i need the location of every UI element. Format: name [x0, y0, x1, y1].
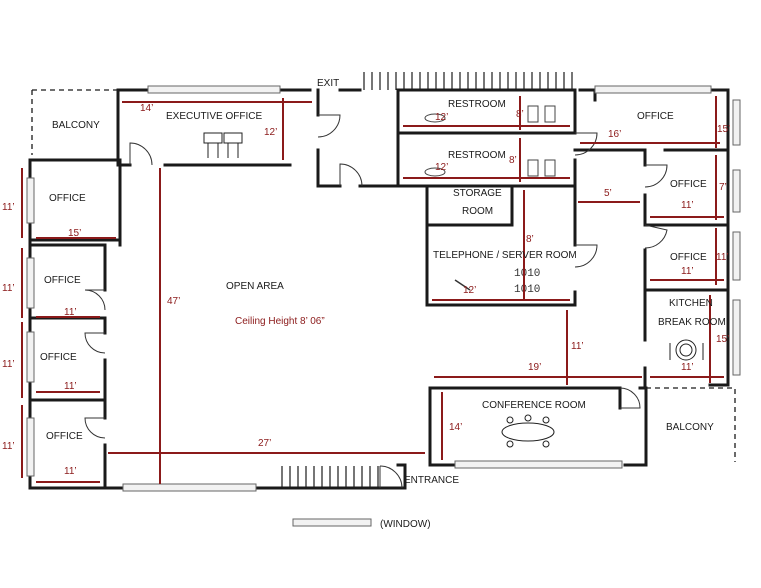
dim-office-l4-depth: 11’ — [2, 441, 15, 452]
stairs-top — [363, 72, 573, 90]
dim-office-l4-width: 11’ — [64, 466, 77, 477]
dimension-lines — [21, 96, 724, 484]
entrance-label: ENTRANCE — [404, 475, 459, 486]
storage-room-label: STORAGE ROOM — [453, 188, 505, 217]
dim-office-tr-depth: 15’ — [717, 124, 730, 135]
balcony-bottom-dashed — [646, 387, 736, 462]
dim-kitchen-depth: 15’ — [716, 334, 729, 345]
dim-restroom2-depth: 8’ — [509, 155, 517, 166]
storage-label-line1: STORAGE — [453, 188, 502, 199]
dim-conf-width: 19’ — [528, 362, 541, 373]
windows — [26, 85, 741, 492]
exit-label: EXIT — [317, 78, 339, 89]
dim-office-l1-depth: 11’ — [2, 202, 15, 213]
telephone-server-room-label: TELEPHONE / SERVER ROOM — [433, 250, 577, 261]
storage-label-line2: ROOM — [462, 206, 493, 217]
office-right-2-label: OFFICE — [670, 252, 707, 263]
svg-text:1010: 1010 — [514, 268, 540, 280]
dim-storage-depth: 8’ — [526, 234, 534, 245]
legend: (WINDOW) — [292, 518, 431, 530]
office-left-4-label: OFFICE — [46, 431, 83, 442]
open-area-label: OPEN AREA — [226, 281, 284, 292]
dim-exec-width: 14’ — [140, 103, 153, 114]
dim-restroom1-width: 12’ — [435, 112, 448, 123]
dim-office-l3-depth: 11’ — [2, 359, 15, 370]
conference-table-icon — [501, 414, 555, 448]
dim-office-l1-width: 15’ — [68, 228, 81, 239]
dim-office-r2-depth: 11’ — [716, 252, 729, 263]
balcony-top-label: BALCONY — [52, 120, 100, 131]
balcony-bottom-label: BALCONY — [666, 422, 714, 433]
ceiling-height-label: Ceiling Height 8’ 06” — [235, 316, 325, 327]
stairs-bottom — [281, 466, 379, 488]
window-legend-icon — [292, 518, 372, 527]
dim-restroom2-width: 12’ — [435, 162, 448, 173]
svg-text:1010: 1010 — [514, 284, 540, 296]
dim-restroom1-depth: 8’ — [516, 109, 524, 120]
office-left-3-label: OFFICE — [40, 352, 77, 363]
toilet-icon — [424, 105, 556, 177]
dim-exec-depth: 12’ — [264, 127, 277, 138]
dim-office-tr-width: 16’ — [608, 129, 621, 140]
dim-server-width: 12’ — [463, 285, 476, 296]
restroom-1-label: RESTROOM — [448, 99, 506, 110]
dim-open-width: 27’ — [258, 438, 271, 449]
restroom-2-label: RESTROOM — [448, 150, 506, 161]
dining-table-icon — [669, 339, 704, 361]
dim-office-l2-width: 11’ — [64, 307, 77, 318]
dim-office-r1-width: 11’ — [681, 200, 694, 211]
interior-walls — [28, 88, 730, 490]
dim-office-r1-depth: 7’ — [719, 182, 727, 193]
dim-conf-gap: 11’ — [571, 341, 584, 352]
dim-open-depth: 47’ — [167, 296, 180, 307]
window-legend-label: (WINDOW) — [380, 519, 431, 530]
office-left-1-label: OFFICE — [49, 193, 86, 204]
doors — [84, 114, 668, 489]
dim-corridor: 5’ — [604, 188, 612, 199]
office-left-2-label: OFFICE — [44, 275, 81, 286]
dim-office-r2-width: 11’ — [681, 266, 694, 277]
executive-office-label: EXECUTIVE OFFICE — [166, 111, 262, 122]
dim-office-l3-width: 11’ — [64, 381, 77, 392]
dim-kitchen-width: 11’ — [681, 362, 694, 373]
office-top-right-label: OFFICE — [637, 111, 674, 122]
server-rack-icon: 1010 1010 — [454, 268, 540, 296]
kitchen-label: KITCHEN — [669, 298, 713, 309]
dim-conf-depth: 14’ — [449, 422, 462, 433]
desk-icon — [203, 132, 243, 158]
conference-room-label: CONFERENCE ROOM — [482, 400, 586, 411]
break-room-label: BREAK ROOM — [658, 317, 726, 328]
office-right-1-label: OFFICE — [670, 179, 707, 190]
dim-office-l2-depth: 11’ — [2, 283, 15, 294]
